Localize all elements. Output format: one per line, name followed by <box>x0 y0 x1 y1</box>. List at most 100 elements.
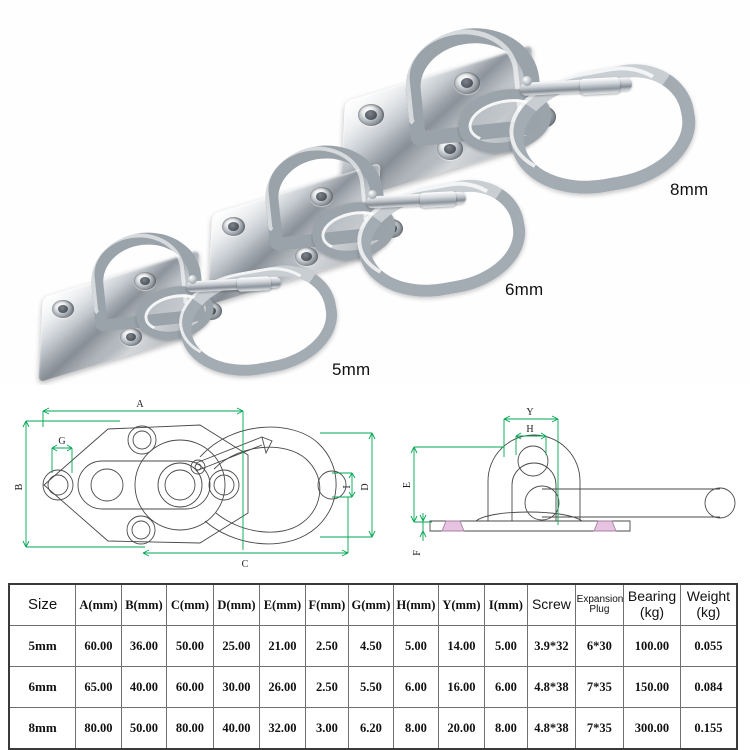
bearing-line-1: Bearing <box>627 588 677 605</box>
cell-i: 8.00 <box>483 707 529 750</box>
col-header-d: D(mm) <box>212 583 261 626</box>
cell-d: 30.00 <box>212 666 261 708</box>
mounting-hole <box>380 219 403 238</box>
mounting-hole <box>120 328 142 346</box>
dim-label-E: E <box>402 482 413 488</box>
dim-label-F: F <box>412 550 423 556</box>
table-row: 6mm 65.00 40.00 60.00 30.00 26.00 2.50 5… <box>8 666 738 708</box>
cell-g: 5.50 <box>348 666 394 708</box>
mounting-hole <box>134 272 156 290</box>
cell-c: 80.00 <box>166 707 214 750</box>
cell-a: 80.00 <box>75 707 122 750</box>
bearing-line-2: (kg) <box>639 604 665 620</box>
col-header-weight: Weight (kg) <box>679 583 738 626</box>
cell-weight: 0.155 <box>679 707 738 750</box>
col-header-bearing: Bearing (kg) <box>623 583 681 626</box>
size-label-8mm: 8mm <box>670 180 709 199</box>
cell-c: 50.00 <box>166 625 214 667</box>
mounting-hole <box>200 302 222 320</box>
dim-label-Y: Y <box>526 407 533 418</box>
cell-i: 6.00 <box>483 666 529 708</box>
cell-d: 25.00 <box>212 625 261 667</box>
cell-h: 6.00 <box>392 666 440 708</box>
cell-e: 32.00 <box>259 707 306 750</box>
cell-d: 40.00 <box>212 707 261 750</box>
table-header-row: Size A(mm) B(mm) C(mm) D(mm) E(mm) F(mm)… <box>8 583 738 626</box>
technical-drawing-area: A B C G D I <box>0 385 750 570</box>
cell-size: 6mm <box>8 666 77 708</box>
expansion-plug-line-2: Plug <box>589 604 610 615</box>
carabiner-screw-sleeve-5mm <box>236 276 272 292</box>
table-row: 8mm 80.00 50.00 80.00 40.00 32.00 3.00 6… <box>8 707 738 750</box>
cell-bearing: 150.00 <box>623 666 681 708</box>
carabiner-rivet-6mm <box>368 190 377 199</box>
cell-weight: 0.055 <box>679 625 738 667</box>
product-image-8mm: 8mm <box>330 21 710 207</box>
col-header-y: Y(mm) <box>438 583 485 626</box>
dim-label-B: B <box>14 483 25 490</box>
cell-weight: 0.084 <box>679 666 738 708</box>
cell-b: 36.00 <box>120 625 168 667</box>
cell-expansion-plug: 7*35 <box>574 666 625 708</box>
col-header-b: B(mm) <box>120 583 168 626</box>
cell-y: 16.00 <box>438 666 485 708</box>
expansion-plug-line-1: Expansion <box>576 593 624 605</box>
mounting-hole <box>222 217 245 236</box>
col-header-expansion-plug: Expansion Plug <box>574 583 625 626</box>
col-header-h: H(mm) <box>392 583 440 626</box>
cell-b: 40.00 <box>120 666 168 708</box>
mounting-hole <box>454 72 480 94</box>
cell-g: 6.20 <box>348 707 394 750</box>
col-header-c: C(mm) <box>166 583 214 626</box>
specification-table-wrapper: Size A(mm) B(mm) C(mm) D(mm) E(mm) F(mm)… <box>8 583 738 750</box>
size-label-6mm: 6mm <box>505 280 544 299</box>
product-image-5mm: 5mm <box>32 227 370 387</box>
dim-label-H: H <box>526 424 533 435</box>
cell-bearing: 100.00 <box>623 625 681 667</box>
specification-table: Size A(mm) B(mm) C(mm) D(mm) E(mm) F(mm)… <box>8 583 738 750</box>
cell-a: 65.00 <box>75 666 122 708</box>
dim-label-G: G <box>58 436 65 447</box>
table-row: 5mm 60.00 36.00 50.00 25.00 21.00 2.50 4… <box>8 625 738 667</box>
front-view-drawing: A B C G D I <box>14 399 376 570</box>
dim-label-A: A <box>136 399 144 410</box>
dim-label-I: I <box>342 485 353 488</box>
product-image-6mm: 6mm <box>200 139 550 309</box>
cell-i: 5.00 <box>483 625 529 667</box>
carabiner-rivet-5mm <box>188 275 197 284</box>
cell-screw: 4.8*38 <box>527 707 576 750</box>
cell-g: 4.50 <box>348 625 394 667</box>
col-header-e: E(mm) <box>259 583 306 626</box>
cell-screw: 3.9*32 <box>527 625 576 667</box>
cell-c: 60.00 <box>166 666 214 708</box>
cell-a: 60.00 <box>75 625 122 667</box>
col-header-i: I(mm) <box>483 583 529 626</box>
cell-h: 5.00 <box>392 625 440 667</box>
cell-e: 21.00 <box>259 625 306 667</box>
side-view-drawing: Y H E F <box>402 407 736 556</box>
cell-bearing: 300.00 <box>623 707 681 750</box>
col-header-screw: Screw <box>527 583 576 626</box>
col-header-size: Size <box>8 583 77 626</box>
dim-label-D: D <box>360 483 371 490</box>
size-label-5mm: 5mm <box>332 360 371 379</box>
mounting-hole <box>295 247 318 266</box>
mounting-hole <box>310 187 333 206</box>
cell-y: 20.00 <box>438 707 485 750</box>
cell-f: 3.00 <box>304 707 350 750</box>
cell-e: 26.00 <box>259 666 306 708</box>
cell-expansion-plug: 7*35 <box>574 707 625 750</box>
carabiner-rivet-8mm <box>522 76 532 86</box>
dim-label-C: C <box>242 559 249 570</box>
mounting-hole <box>52 300 74 318</box>
cell-f: 2.50 <box>304 666 350 708</box>
cell-h: 8.00 <box>392 707 440 750</box>
product-photo-area: 8mm 6mm <box>32 21 710 387</box>
cell-screw: 4.8*38 <box>527 666 576 708</box>
cell-b: 50.00 <box>120 707 168 750</box>
cell-size: 8mm <box>8 707 77 750</box>
col-header-a: A(mm) <box>75 583 122 626</box>
carabiner-screw-sleeve-6mm <box>419 191 457 208</box>
mounting-hole <box>530 106 556 128</box>
